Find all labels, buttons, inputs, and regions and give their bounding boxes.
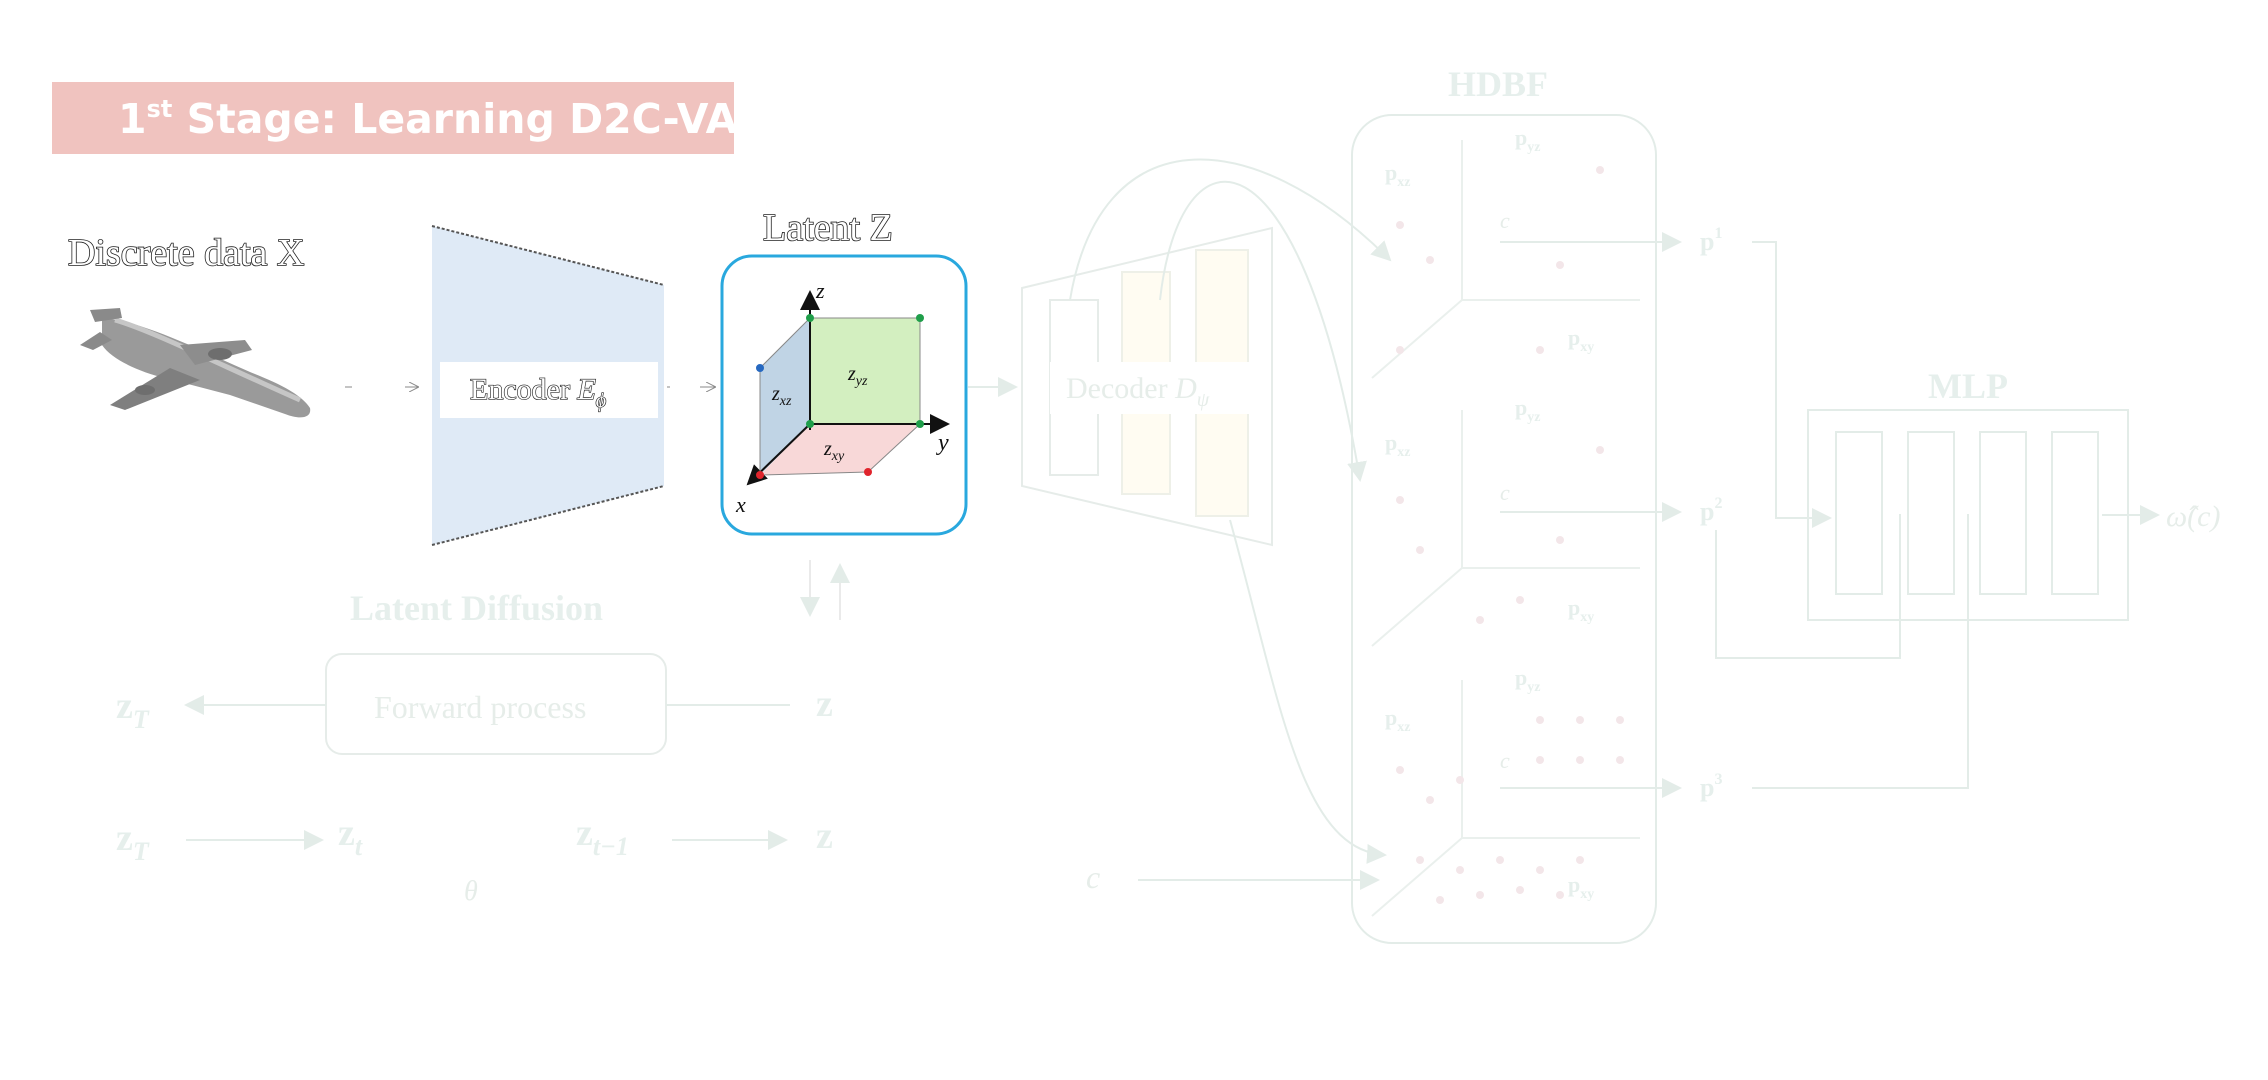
hdbf-pxy-1: pxy — [1568, 325, 1594, 355]
hdbf-pxz-1: pxz — [1385, 160, 1410, 190]
mlp-title: MLP — [1928, 366, 2008, 406]
p2-label: p2 — [1700, 495, 1722, 526]
axis-z-label: z — [815, 278, 825, 303]
latent-box: z y x zxz zyz zxy — [720, 254, 968, 536]
svg-text:1st Stage: Learning D2C-VAE: 1st Stage: Learning D2C-VAE — [118, 95, 765, 143]
forward-process-label: Forward process — [374, 689, 586, 725]
hdbf-pyz-3: pyz — [1515, 665, 1540, 695]
axis-x-label: x — [735, 492, 746, 517]
stage-banner: 1st Stage: Learning D2C-VAE — [52, 82, 765, 154]
svg-text:Encoder Eϕ: Encoder Eϕ — [470, 373, 606, 412]
encoder-label: Encoder — [470, 373, 577, 406]
hdbf-pxy-2: pxy — [1568, 595, 1594, 625]
axis-y-label: y — [936, 430, 949, 456]
hdbf-c-2: c — [1500, 480, 1510, 505]
zt1-label: zt−1 — [576, 812, 629, 861]
plane-yz — [810, 318, 920, 424]
zt-label: zt — [338, 812, 363, 861]
z-label-bottom: z — [816, 815, 833, 857]
faded-pipeline: Decoder Dψ HDBF pxz pyz pxy pxz pyz pxy … — [116, 64, 2220, 944]
airplane-shape — [80, 308, 311, 418]
z-label-top: z — [816, 683, 833, 725]
hdbf-box — [1351, 114, 1657, 944]
zT-label-top: zT — [116, 685, 150, 734]
hdbf-pyz-2: pyz — [1515, 395, 1540, 425]
plane-xz-label: zxz — [771, 383, 792, 409]
hdbf-pyz-1: pyz — [1515, 125, 1540, 155]
decoder-block — [1021, 226, 1273, 547]
plane-xy — [760, 424, 920, 475]
hdbf-pxy-3: pxy — [1568, 872, 1594, 902]
plane-yz-label: zyz — [847, 363, 868, 389]
encoder-block: Encoder Eϕ — [431, 225, 665, 546]
hdbf-title: HDBF — [1448, 64, 1548, 104]
theta-label: θ — [464, 876, 478, 907]
output-label: ω̂(c) — [2166, 500, 2220, 533]
decoder-label: Decoder Dψ — [1066, 372, 1210, 411]
p3-label: p3 — [1700, 771, 1722, 802]
hdbf-c-3: c — [1500, 748, 1510, 773]
p1-label: p1 — [1700, 225, 1722, 256]
hdbf-pxz-2: pxz — [1385, 430, 1410, 460]
hdbf-c-1: c — [1500, 208, 1510, 233]
zT-label-bottom: zT — [116, 817, 150, 866]
c-input-label: c — [1086, 859, 1100, 895]
latent-diffusion-title: Latent Diffusion — [350, 588, 603, 628]
latent-label: Latent Z — [763, 207, 893, 249]
plane-xy-label: zxy — [823, 438, 845, 464]
hdbf-pxz-3: pxz — [1385, 705, 1410, 735]
discrete-data-label: Discrete data X — [68, 232, 304, 274]
